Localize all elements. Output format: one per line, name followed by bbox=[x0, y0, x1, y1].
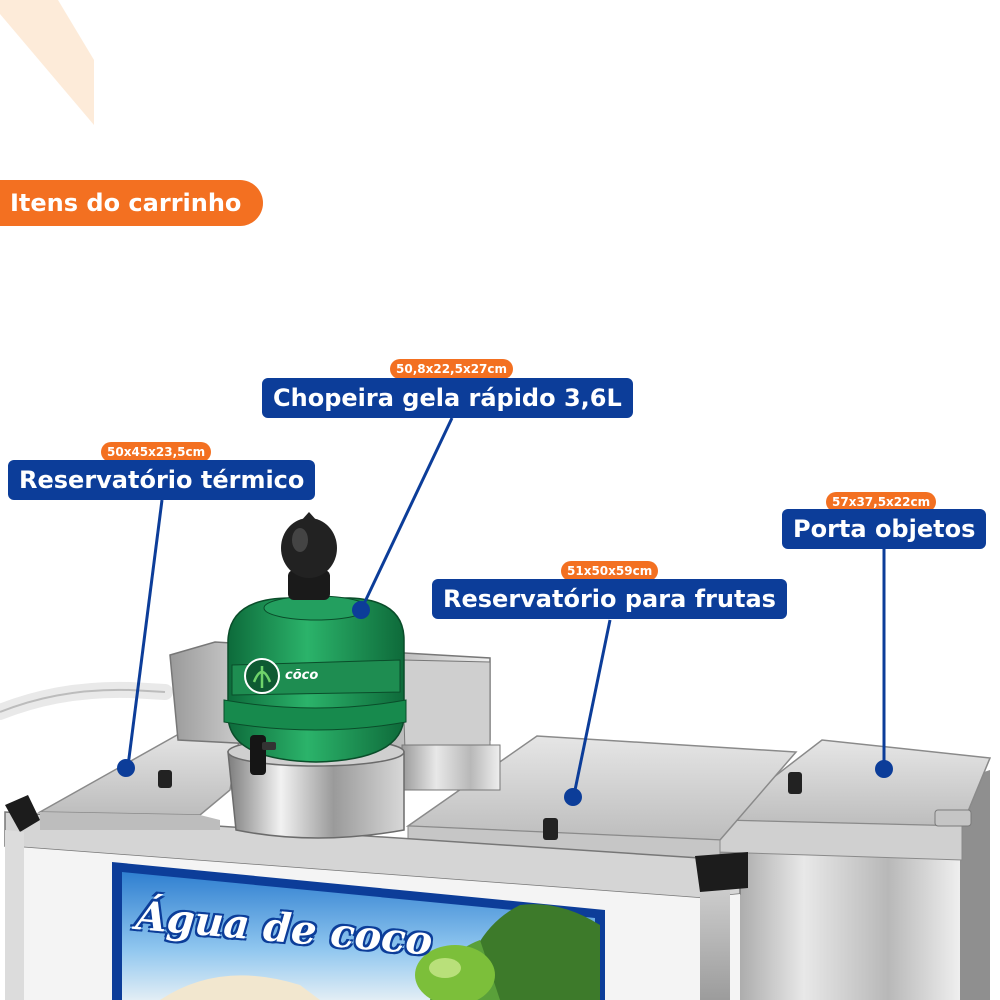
dimension-badge-objects: 57x37,5x22cm bbox=[826, 492, 937, 512]
keg-holder bbox=[227, 751, 405, 839]
label-fruit-reservoir: Reservatório para frutas bbox=[432, 579, 787, 619]
label-thermal-reservoir: Reservatório térmico bbox=[8, 460, 316, 500]
connector-dot-objects bbox=[875, 760, 893, 778]
connector-dot-thermal bbox=[117, 759, 135, 777]
connector-dot-chopeira bbox=[352, 601, 370, 619]
dimension-badge-thermal: 50x45x23,5cm bbox=[101, 442, 212, 462]
right-cabinet-side bbox=[960, 770, 990, 1000]
keg-brand-text: cõco bbox=[285, 668, 319, 683]
label-chopeira: Chopeira gela rápido 3,6L bbox=[262, 378, 633, 418]
section-title: Itens do carrinho bbox=[0, 180, 264, 226]
connector-dot-fruits bbox=[564, 788, 582, 806]
right-cabinet-body bbox=[720, 820, 960, 1000]
dimension-badge-fruits: 51x50x59cm bbox=[561, 561, 659, 581]
connector-line-fruits bbox=[572, 619, 612, 796]
dimension-badge-chopeira: 50,8x22,5x27cm bbox=[390, 359, 514, 379]
connector-line-chopeira bbox=[360, 417, 454, 609]
decorative-corner-stripe bbox=[0, 0, 94, 125]
label-object-holder: Porta objetos bbox=[782, 509, 987, 549]
connector-line-thermal bbox=[126, 499, 164, 767]
